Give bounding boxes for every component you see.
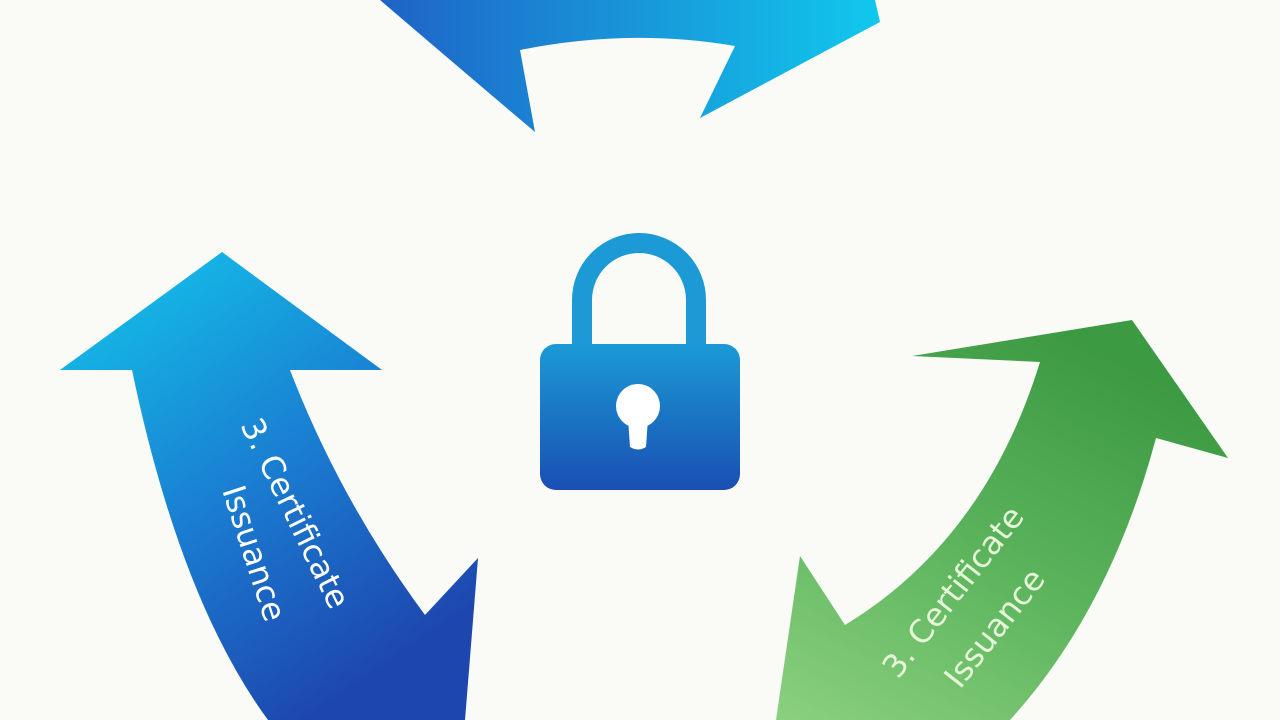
top-arrow xyxy=(380,0,880,132)
keyhole-icon xyxy=(616,384,660,428)
lock-icon xyxy=(540,233,740,490)
right-arrow: 3. Certificate Issuance xyxy=(776,320,1228,720)
left-arrow: 3. Certificate Issuance xyxy=(60,252,478,720)
